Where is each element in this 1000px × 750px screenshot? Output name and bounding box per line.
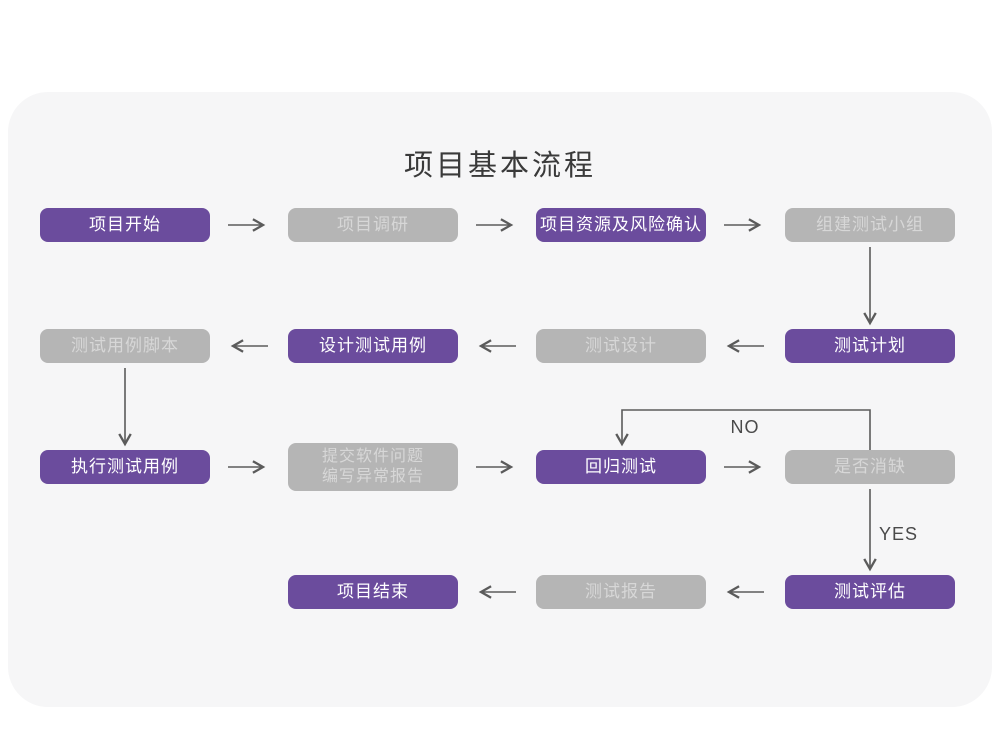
- flowchart-card: [8, 92, 992, 707]
- node-project-resources-risk: 项目资源及风险确认: [536, 208, 706, 242]
- node-regression-test: 回归测试: [536, 450, 706, 484]
- node-build-test-team: 组建测试小组: [785, 208, 955, 242]
- node-defect-cleared-decision: 是否消缺: [785, 450, 955, 484]
- node-project-start: 项目开始: [40, 208, 210, 242]
- node-test-report: 测试报告: [536, 575, 706, 609]
- node-test-plan: 测试计划: [785, 329, 955, 363]
- node-test-evaluation: 测试评估: [785, 575, 955, 609]
- node-test-design: 测试设计: [536, 329, 706, 363]
- node-project-research: 项目调研: [288, 208, 458, 242]
- node-execute-test-cases: 执行测试用例: [40, 450, 210, 484]
- node-test-case-script: 测试用例脚本: [40, 329, 210, 363]
- node-project-end: 项目结束: [288, 575, 458, 609]
- page-title: 项目基本流程: [403, 150, 596, 182]
- node-submit-issues-report: 提交软件问题 编写异常报告: [288, 443, 458, 491]
- node-design-test-cases: 设计测试用例: [288, 329, 458, 363]
